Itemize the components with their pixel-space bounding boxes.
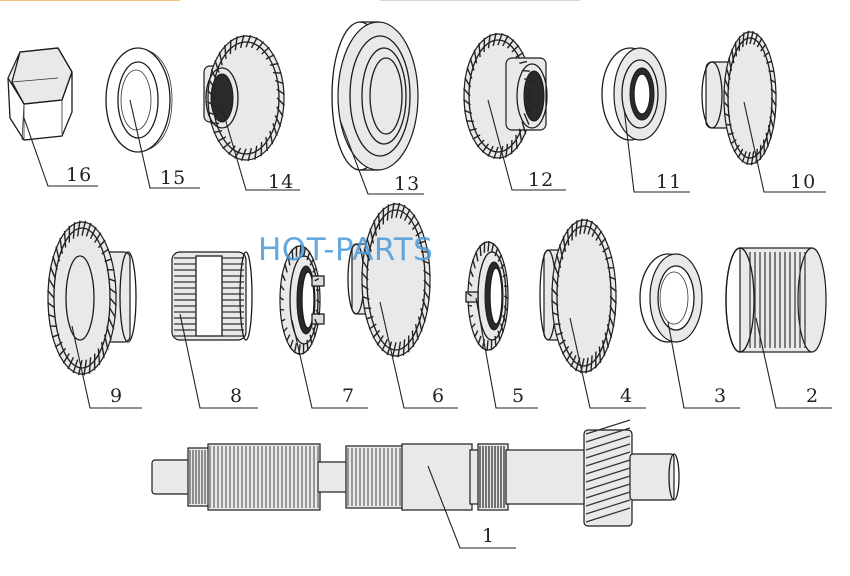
top-frame-line <box>380 0 580 1</box>
label-part-15: 15 <box>160 167 186 189</box>
part-5-synchro-ring <box>465 240 509 352</box>
part-4-helical-gear <box>539 218 618 374</box>
part-1-main-shaft <box>151 419 680 527</box>
label-part-6: 6 <box>432 385 445 407</box>
label-part-9: 9 <box>110 385 123 407</box>
label-part-16: 16 <box>66 164 92 186</box>
part-number-labels: 16 15 14 13 12 11 10 9 8 7 6 5 4 3 2 1 <box>66 164 819 547</box>
part-8-needle-bearing <box>171 251 253 341</box>
part-11-bearing-ring <box>601 47 667 141</box>
leader-lines <box>23 99 832 549</box>
part-9-helical-gear <box>46 220 137 376</box>
top-accent-line <box>0 0 180 1</box>
label-part-2: 2 <box>806 385 819 407</box>
label-part-3: 3 <box>714 385 727 407</box>
label-part-1: 1 <box>482 525 495 547</box>
label-part-12: 12 <box>528 169 554 191</box>
label-part-8: 8 <box>230 385 243 407</box>
part-3-spacer-ring <box>639 253 703 343</box>
part-16-hex-nut <box>7 47 73 141</box>
label-part-14: 14 <box>268 171 294 193</box>
label-part-4: 4 <box>620 385 633 407</box>
part-14-helical-gear <box>203 34 286 162</box>
part-2-needle-cage-bearing <box>725 247 827 353</box>
watermark-text: HOT-PARTS <box>258 232 434 268</box>
part-10-helical-gear <box>701 30 778 166</box>
label-part-10: 10 <box>790 171 816 193</box>
part-12-helical-gear <box>462 32 548 160</box>
label-part-11: 11 <box>656 171 682 193</box>
part-15-washer-ring <box>105 47 173 153</box>
label-part-5: 5 <box>512 385 525 407</box>
part-7-synchro-ring <box>279 244 325 356</box>
label-part-13: 13 <box>394 173 420 195</box>
part-13-ball-bearing <box>331 21 419 171</box>
label-part-7: 7 <box>342 385 355 407</box>
part-6-helical-gear <box>347 202 432 358</box>
